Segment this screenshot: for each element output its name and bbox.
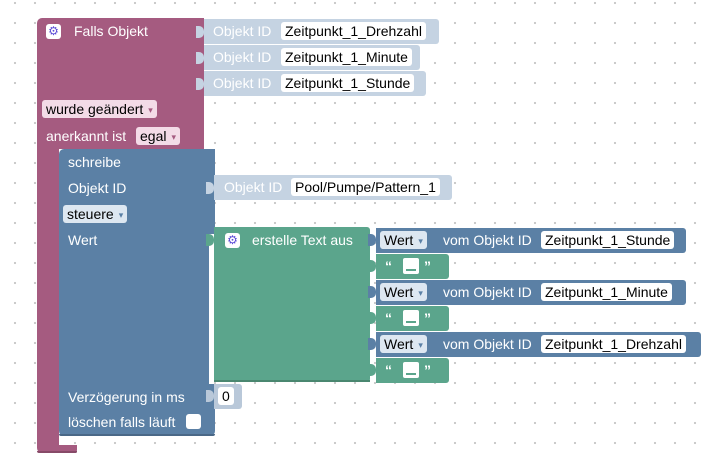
delay-label: Verzögerung in ms bbox=[68, 389, 185, 405]
clear-label: löschen falls läuft bbox=[68, 414, 176, 430]
object-id-value[interactable]: Zeitpunkt_1_Drehzahl bbox=[281, 22, 426, 40]
write-block-body[interactable] bbox=[59, 234, 209, 384]
value-dropdown-label: Wert bbox=[384, 284, 414, 300]
connector bbox=[368, 260, 376, 272]
quote-open-icon: “ bbox=[385, 362, 392, 378]
gear-icon[interactable]: ⚙ bbox=[225, 233, 240, 248]
ack-dropdown-label: egal bbox=[140, 128, 167, 144]
write-title: schreibe bbox=[68, 154, 121, 170]
ack-label: anerkannt ist bbox=[46, 128, 127, 144]
value-of-object-2[interactable]: Wert ▾ vom Objekt ID Zeitpunkt_1_Minute bbox=[376, 280, 686, 305]
connector bbox=[368, 338, 376, 350]
connector bbox=[368, 234, 376, 246]
text-literal-2[interactable]: “ ” bbox=[376, 306, 449, 331]
quote-close-icon: ” bbox=[424, 310, 431, 326]
object-id-label: Objekt ID bbox=[224, 179, 283, 195]
quote-close-icon: ” bbox=[424, 258, 431, 274]
value-of-object-1[interactable]: Wert ▾ vom Objekt ID Zeitpunkt_1_Stunde bbox=[376, 228, 686, 253]
trigger-block[interactable]: ⚙ Falls Objekt wurde geändert ▾ anerkannt… bbox=[37, 18, 215, 453]
object-id-value[interactable]: Zeitpunkt_1_Minute bbox=[541, 283, 672, 301]
value-of-object-3[interactable]: Wert ▾ vom Objekt ID Zeitpunkt_1_Drehzahl bbox=[376, 332, 701, 357]
connector bbox=[206, 234, 214, 246]
of-object-label: vom Objekt ID bbox=[443, 336, 532, 352]
text-literal-3[interactable]: “ ” bbox=[376, 358, 449, 383]
text-join-title: erstelle Text aus bbox=[252, 232, 353, 248]
of-object-label: vom Objekt ID bbox=[443, 232, 532, 248]
value-dropdown[interactable]: Wert ▾ bbox=[380, 335, 427, 353]
gear-icon[interactable]: ⚙ bbox=[46, 24, 61, 39]
chevron-down-icon: ▾ bbox=[418, 288, 423, 298]
chevron-down-icon: ▾ bbox=[118, 210, 124, 220]
object-id-label: Objekt ID bbox=[213, 75, 272, 91]
object-id-label: Objekt ID bbox=[213, 23, 272, 39]
mode-dropdown[interactable]: steuere ▾ bbox=[63, 205, 128, 223]
ack-dropdown[interactable]: egal ▾ bbox=[136, 127, 180, 145]
connector bbox=[368, 364, 376, 376]
quote-open-icon: “ bbox=[385, 310, 392, 326]
value-dropdown[interactable]: Wert ▾ bbox=[380, 231, 427, 249]
chevron-down-icon: ▾ bbox=[148, 105, 153, 115]
connector bbox=[368, 286, 376, 298]
value-dropdown[interactable]: Wert ▾ bbox=[380, 283, 427, 301]
value-dropdown-label: Wert bbox=[384, 232, 414, 248]
trigger-object-3[interactable]: Objekt ID Zeitpunkt_1_Stunde bbox=[204, 71, 426, 96]
value-dropdown-label: Wert bbox=[384, 336, 414, 352]
quote-open-icon: “ bbox=[385, 258, 392, 274]
quote-close-icon: ” bbox=[424, 362, 431, 378]
object-id-value[interactable]: Zeitpunkt_1_Stunde bbox=[541, 231, 675, 249]
object-id-value[interactable]: Zeitpunkt_1_Minute bbox=[281, 48, 412, 66]
text-literal-input[interactable] bbox=[403, 362, 419, 378]
object-id-label: Objekt ID bbox=[213, 49, 272, 65]
text-literal-input[interactable] bbox=[403, 310, 419, 326]
trigger-object-1[interactable]: Objekt ID Zeitpunkt_1_Drehzahl bbox=[204, 19, 439, 44]
write-object-id[interactable]: Objekt ID Pool/Pumpe/Pattern_1 bbox=[214, 175, 452, 200]
trigger-title: Falls Objekt bbox=[74, 23, 148, 39]
of-object-label: vom Objekt ID bbox=[443, 284, 532, 300]
text-literal-1[interactable]: “ ” bbox=[376, 254, 449, 279]
connector bbox=[206, 182, 214, 194]
object-id-value[interactable]: Zeitpunkt_1_Drehzahl bbox=[541, 335, 686, 353]
write-value-label: Wert bbox=[68, 232, 98, 248]
trigger-body[interactable] bbox=[37, 149, 59, 445]
object-id-value[interactable]: Zeitpunkt_1_Stunde bbox=[281, 74, 415, 92]
connector bbox=[196, 52, 204, 64]
object-id-value[interactable]: Pool/Pumpe/Pattern_1 bbox=[291, 178, 440, 196]
text-literal-input[interactable] bbox=[403, 258, 419, 274]
change-dropdown[interactable]: wurde geändert ▾ bbox=[42, 100, 157, 118]
mode-dropdown-label: steuere bbox=[67, 206, 114, 222]
clear-checkbox[interactable] bbox=[186, 414, 201, 429]
trigger-footer[interactable] bbox=[37, 445, 77, 453]
delay-input-block[interactable]: 0 bbox=[214, 384, 242, 409]
text-join-block[interactable] bbox=[214, 227, 370, 382]
connector bbox=[196, 78, 204, 90]
connector bbox=[206, 390, 214, 402]
write-object-label: Objekt ID bbox=[68, 180, 127, 196]
delay-input[interactable]: 0 bbox=[218, 387, 234, 405]
connector bbox=[196, 26, 204, 38]
change-dropdown-label: wurde geändert bbox=[46, 101, 144, 117]
chevron-down-icon: ▾ bbox=[418, 340, 423, 350]
chevron-down-icon: ▾ bbox=[171, 132, 176, 142]
trigger-object-2[interactable]: Objekt ID Zeitpunkt_1_Minute bbox=[204, 45, 420, 70]
chevron-down-icon: ▾ bbox=[418, 236, 423, 246]
connector bbox=[368, 312, 376, 324]
